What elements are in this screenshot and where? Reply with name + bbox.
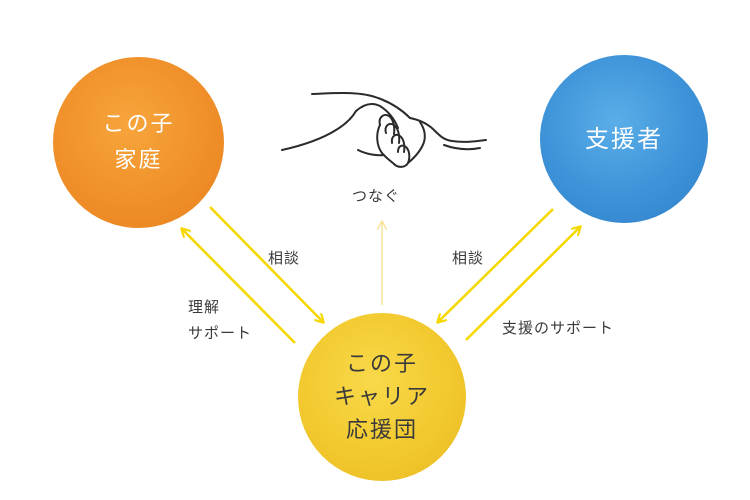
node-supporter: 支援者 — [540, 55, 708, 223]
node-team-line1: この子 — [345, 351, 418, 377]
node-family: この子 家庭 — [53, 57, 224, 228]
node-team-line3: 応援団 — [345, 417, 418, 443]
edge-label-assistance-support: 支援のサポート — [502, 319, 615, 337]
arrow-family-to-team — [209, 206, 323, 322]
node-supporter-label: 支援者 — [585, 125, 663, 153]
arrow-team-to-family — [182, 229, 296, 344]
node-family-line2: 家庭 — [114, 147, 163, 173]
edge-label-supporter-consult: 相談 — [452, 249, 485, 267]
edge-label-connect: つなぐ — [352, 187, 401, 205]
arrow-team-to-supporter — [465, 227, 580, 341]
edge-label-family-consult: 相談 — [268, 249, 301, 267]
edge-label-understanding: 理解 — [188, 298, 221, 316]
node-family-line1: この子 — [102, 111, 175, 137]
edge-label-support: サポート — [188, 324, 253, 342]
node-team-line2: キャリア — [333, 384, 430, 410]
holding-hands-icon — [281, 91, 487, 168]
node-career-support-team: この子 キャリア 応援団 — [298, 313, 466, 481]
arrow-supporter-to-team — [438, 208, 554, 322]
